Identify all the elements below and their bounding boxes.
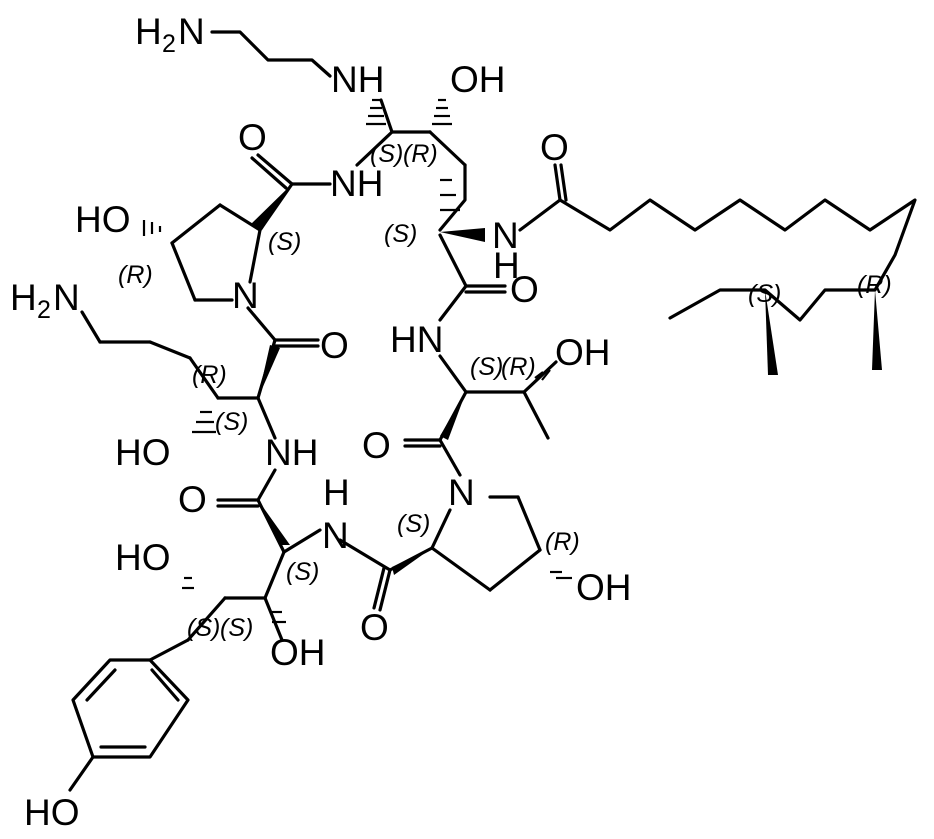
ho-lower-left-label: HO [115,537,171,578]
stereo-r-pro-lower: (R) [545,528,580,556]
stereo-s-hty-a: (S) [187,614,220,642]
o-carbonyl-mid-label: O [320,325,349,366]
h2n-left-sub: 2 [37,296,51,324]
nh-top-label: NH [331,59,384,100]
n-pyrrolidine-label: N [232,275,259,316]
o-carbonyl-left-label: O [178,479,207,520]
o-amide-right-label: O [510,269,539,310]
stereo-s-chain: (S) [748,280,781,308]
o-side-chain-label: O [540,127,569,168]
o-amide-top-label: O [238,117,267,158]
h2n-top-h: H [135,11,162,52]
n-side-chain-label: N [492,215,519,256]
stereo-s-orn: (S) [215,408,248,436]
stereo-s-pro-lower: (S) [397,510,430,538]
h2n-top-n: N [178,11,205,52]
stereo-r-pyrrolidine: (R) [118,261,153,289]
stereo-r-thr: (R) [501,353,536,381]
h-nh-mid-label: H [323,472,350,513]
h2n-top-sub: 2 [162,30,176,58]
h-side-chain-label: H [493,245,520,286]
ho-pyrrolidine-label: HO [75,199,131,240]
n-pyrrolidine-lower-label: N [448,472,475,513]
oh-pyrrolidine-lower-label: OH [576,567,632,608]
oh-lower-left-label: OH [270,632,326,673]
stereo-s-pyrrolidine: (S) [268,228,301,256]
stereo-s-top-nh: (S) [370,140,403,168]
stereo-r-chain: (R) [857,271,892,299]
hn-thr-label: HN [390,319,443,360]
stereo-r-orn-oh: (R) [192,361,227,389]
stereo-bonds [142,98,882,624]
nh-left-label: NH [265,432,318,473]
atom-labels: H 2 N NH OH O NH HO N H 2 N O HO NH O H … [10,11,632,833]
oh-thr-label: OH [555,332,611,373]
stereo-s-thr: (S) [470,353,503,381]
oh-top-label: OH [450,59,506,100]
stereo-labels: (S) (R) (S) (R) (S) (R) (S) (S) (S) (S) … [118,140,892,642]
o-carbonyl-thr-label: O [362,425,391,466]
o-carbonyl-lower-label: O [360,607,389,648]
ho-left-label: HO [115,432,171,473]
stereo-s-hty-b: (S) [220,614,253,642]
h2n-left-h: H [10,277,37,318]
nh-amide-top-label: NH [330,163,383,204]
n-nh-mid-label: N [322,515,349,556]
ho-phenol-label: HO [24,792,80,833]
bonds [68,30,917,792]
stereo-s-ring-ch: (S) [384,220,417,248]
stereo-r-top-oh: (R) [403,140,438,168]
h2n-left-n: N [53,277,80,318]
stereo-s-hty: (S) [286,558,319,586]
